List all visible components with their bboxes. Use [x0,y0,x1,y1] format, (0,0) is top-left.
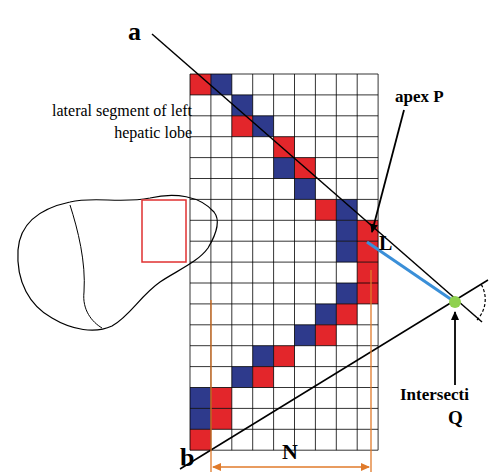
grid-cell [253,367,274,388]
distance-label: L [379,232,392,254]
grid-line [190,303,378,304]
leader-arrow [372,110,404,232]
grid-cell [253,346,274,367]
grid-cell [357,262,378,283]
dimension-line [370,270,371,472]
liver-outline [18,195,218,330]
line-a [152,34,482,322]
grid-cell [211,408,232,429]
grid-line [190,408,378,409]
grid-cell [211,74,232,95]
grid-line [190,94,378,95]
grid-line [190,157,378,158]
point-label: Intersecti [400,386,469,405]
grid-cell [295,179,316,200]
grid-cell [336,241,357,262]
grid-line [190,387,378,388]
grid-cell [211,388,232,409]
grid-line [190,115,378,116]
grid-cell [295,325,316,346]
grid-line [190,220,378,221]
liver-fissure [70,205,102,328]
grid-cell [274,346,295,367]
grid-line [190,136,378,137]
dimension-arrow [213,466,369,467]
grid-cell [357,241,378,262]
pixel-grid [190,74,378,450]
grid-line [190,74,378,75]
grid-cell [253,116,274,137]
grid-cell [232,367,253,388]
grid-cell [315,325,336,346]
grid-line [190,241,378,242]
grid-line [190,262,378,263]
region-label: lateral segment of left hepatic lobe [10,100,192,143]
line-label: a [128,18,141,47]
grid-line [190,178,378,179]
grid-cell [336,220,357,241]
grid-line [190,199,378,200]
point-label: apex P [395,88,444,107]
grid-cell [274,137,295,158]
grid-cell [336,283,357,304]
grid-cell [190,408,211,429]
dimension-label: N [282,440,298,464]
grid-line [190,283,378,284]
leader-arrow [454,312,456,385]
grid-cell [315,304,336,325]
point-label: Q [448,408,463,429]
angle-arc [477,284,485,320]
dimension-line [210,300,211,472]
grid-cell [336,304,357,325]
grid-line [190,324,378,325]
grid-cell [357,283,378,304]
grid-cell [274,158,295,179]
grid-cells [190,74,378,450]
intersection-dot [449,296,461,308]
grid-cell [190,388,211,409]
region-box [142,200,186,262]
grid-line [190,429,378,430]
grid-line [190,345,378,346]
line-b [180,280,488,469]
line-label: b [180,444,194,473]
grid-line [190,366,378,367]
grid-cell [315,199,336,220]
